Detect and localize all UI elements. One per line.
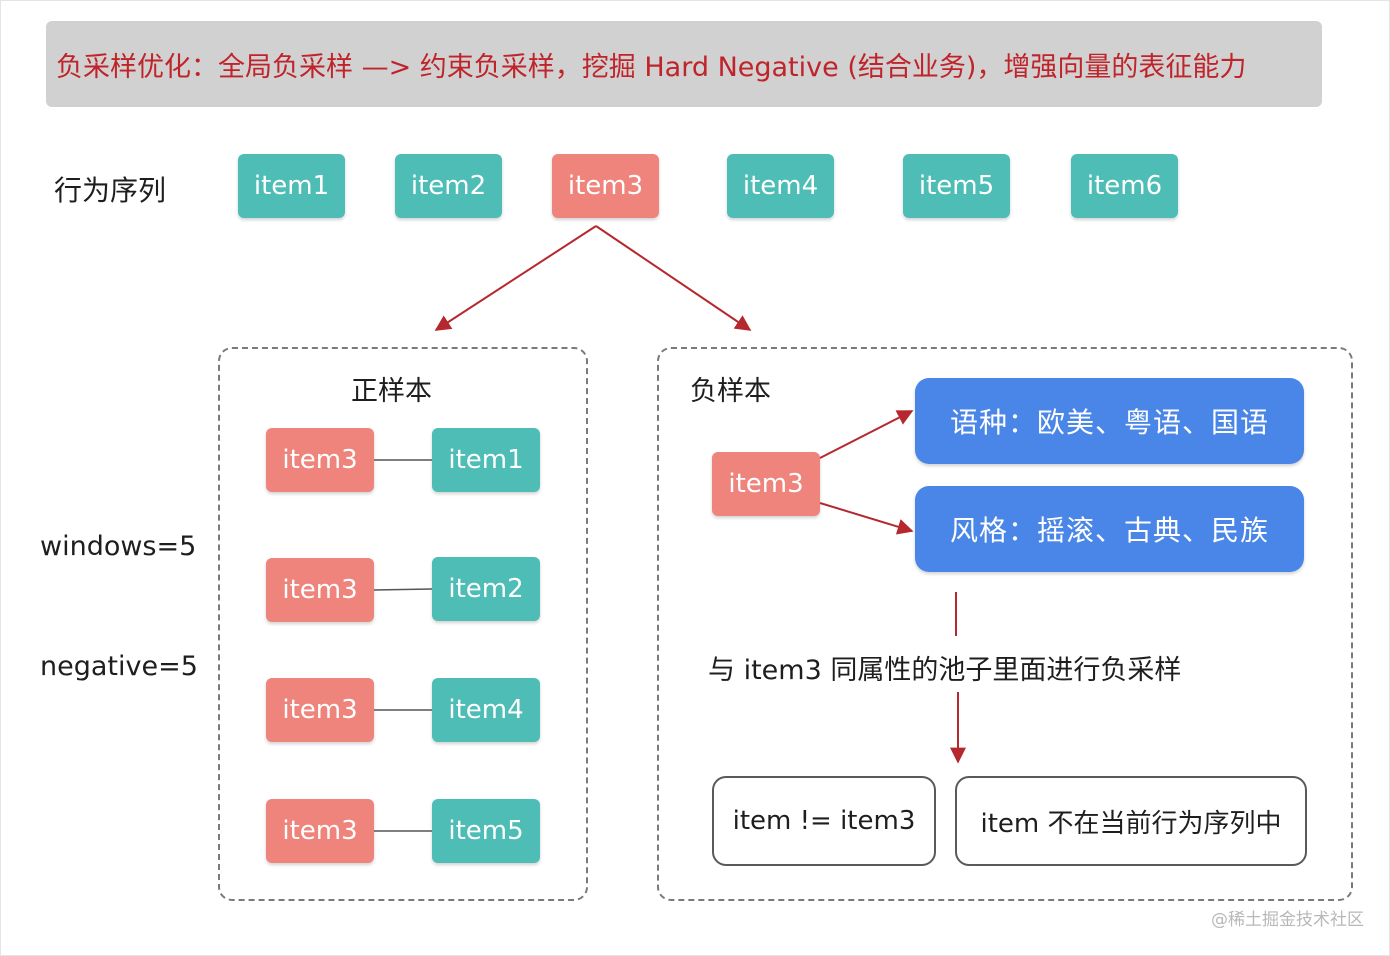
sequence-label: 行为序列 xyxy=(54,174,167,207)
anchor-to-language-arrow xyxy=(819,410,914,459)
positive-pair-left: item3 xyxy=(266,558,374,622)
negative-anchor-item: item3 xyxy=(712,452,820,516)
pair-connector xyxy=(373,588,433,591)
constraint-not-in-sequence: item 不在当前行为序列中 xyxy=(955,776,1307,866)
anchor-to-style-arrow xyxy=(819,502,914,535)
negative-samples-panel xyxy=(657,347,1353,901)
positive-pair-right: item2 xyxy=(432,557,540,621)
split-arrow-positive xyxy=(434,225,597,331)
positive-pair-left: item3 xyxy=(266,799,374,863)
sampling-note: 与 item3 同属性的池子里面进行负采样 xyxy=(708,655,1182,686)
positive-pair-right: item5 xyxy=(432,799,540,863)
sequence-item: item6 xyxy=(1071,154,1178,218)
sequence-item: item2 xyxy=(395,154,502,218)
attribute-language-box: 语种：欧美、粤语、国语 xyxy=(915,378,1304,464)
positive-samples-title: 正样本 xyxy=(351,376,432,407)
positive-pair-right: item1 xyxy=(432,428,540,492)
sequence-item: item5 xyxy=(903,154,1010,218)
windows-param: windows=5 xyxy=(40,531,197,562)
negative-samples-title: 负样本 xyxy=(690,376,771,407)
constraint-not-self: item != item3 xyxy=(712,776,936,866)
sequence-item-target: item3 xyxy=(552,154,659,218)
watermark: @稀土掘金技术社区 xyxy=(1211,910,1364,930)
split-arrow-negative xyxy=(595,225,752,331)
sequence-item: item1 xyxy=(238,154,345,218)
positive-pair-left: item3 xyxy=(266,678,374,742)
positive-samples-panel xyxy=(218,347,588,901)
positive-pair-right: item4 xyxy=(432,678,540,742)
negative-param: negative=5 xyxy=(40,651,198,682)
title-text: 负采样优化：全局负采样 —> 约束负采样，挖掘 Hard Negative (结… xyxy=(56,51,1247,83)
positive-pair-left: item3 xyxy=(266,428,374,492)
attribute-style-box: 风格：摇滚、古典、民族 xyxy=(915,486,1304,572)
title-banner: 负采样优化：全局负采样 —> 约束负采样，挖掘 Hard Negative (结… xyxy=(46,21,1322,107)
sequence-item: item4 xyxy=(727,154,834,218)
